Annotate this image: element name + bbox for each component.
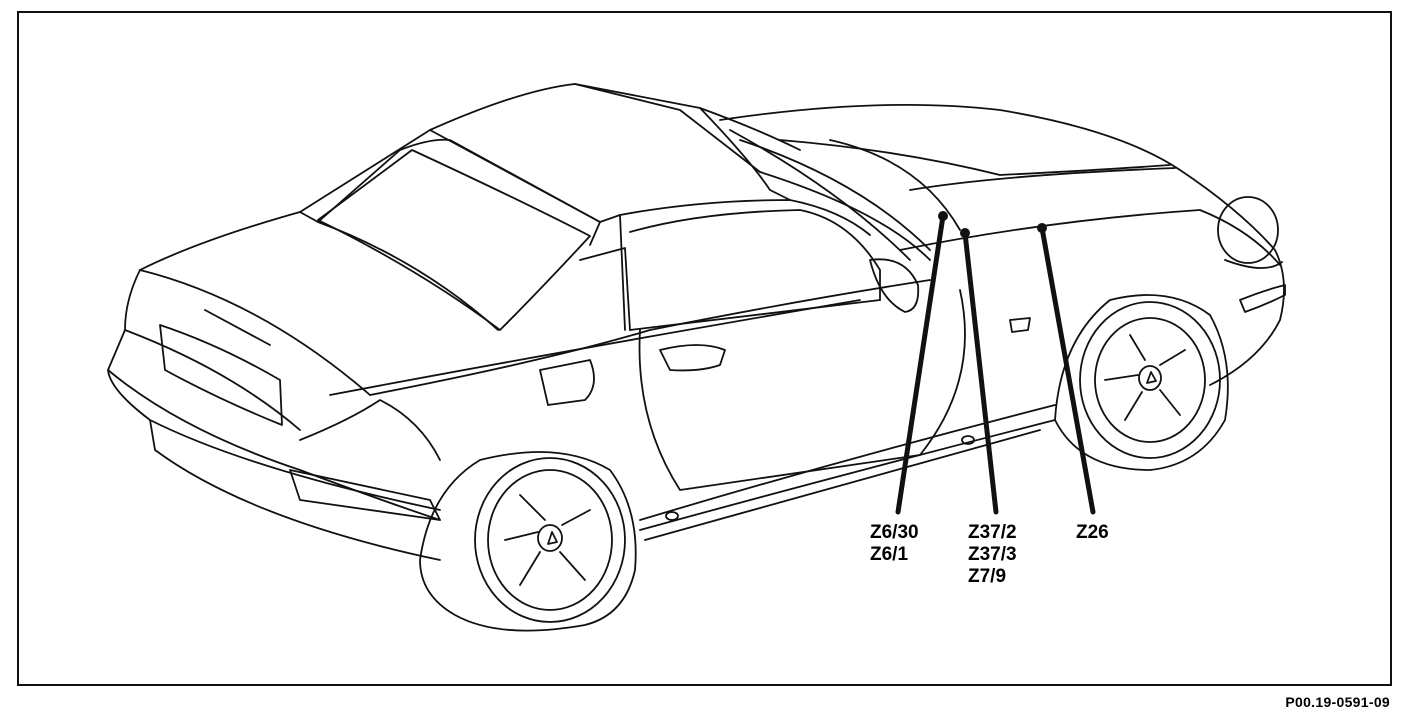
front-wheel [1054, 294, 1229, 471]
callout-label: Z26 [1076, 522, 1109, 543]
diagram-frame [17, 11, 1392, 686]
callout-group-right: Z26 [1076, 522, 1109, 544]
callout-points [938, 211, 1047, 238]
leader-z37 [962, 230, 999, 515]
body-side [107, 199, 1031, 561]
point-z26 [1037, 223, 1047, 233]
point-z37 [960, 228, 970, 238]
callout-label: Z6/30 [870, 522, 919, 543]
callout-group-middle: Z37/2 Z37/3 Z7/9 [968, 522, 1017, 588]
callout-group-left: Z6/30 Z6/1 [870, 522, 919, 566]
callout-leaders [895, 213, 1096, 515]
hood-outline [719, 103, 1286, 386]
figure-id: P00.19-0591-09 [1285, 694, 1390, 710]
callout-label: Z37/3 [968, 544, 1017, 565]
rear-window [317, 149, 591, 331]
windshield [729, 129, 931, 261]
callout-label: Z7/9 [968, 566, 1007, 587]
rear-end [107, 309, 441, 521]
leader-z6 [895, 213, 946, 515]
roof-outline [139, 83, 801, 331]
callout-label: Z37/2 [968, 522, 1017, 543]
leader-z26 [1039, 225, 1096, 515]
point-z6 [938, 211, 948, 221]
rear-wheel [419, 451, 637, 632]
callout-label: Z6/1 [870, 544, 909, 565]
